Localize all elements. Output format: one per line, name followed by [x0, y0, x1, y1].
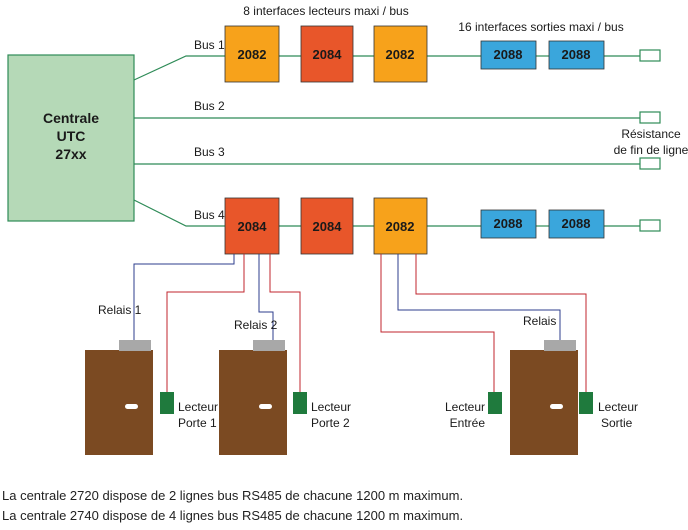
module-box: [548, 40, 605, 70]
reader-label-line2: Entrée: [450, 416, 486, 430]
door-leaf: [510, 350, 578, 455]
reader-door-1: [160, 392, 174, 414]
bus-lines: [133, 55, 640, 227]
bus-label-4: Bus 4: [194, 208, 225, 222]
door-3: [510, 340, 578, 455]
caption-line-1: La centrale 2720 dispose de 2 lignes bus…: [2, 488, 464, 503]
module-label: 2088: [494, 216, 523, 231]
end-resistors: [639, 49, 661, 232]
bus-4-line: [133, 199, 225, 227]
central-unit: [7, 54, 135, 222]
module-box: [480, 40, 537, 70]
relay-label-1: Relais 1: [98, 303, 142, 317]
bus-label-1: Bus 1: [194, 38, 225, 52]
door-handle: [259, 404, 272, 409]
module-box: [373, 25, 428, 83]
reader-label-line2: Porte 1: [178, 416, 217, 430]
module-box: [224, 197, 280, 255]
reader-door-2: [293, 392, 307, 414]
wire-reader-1: [166, 254, 245, 392]
relay-block: [544, 340, 576, 351]
reader-exit: [579, 392, 593, 414]
module-box: [548, 209, 605, 239]
module-label: 2084: [238, 219, 268, 234]
reader-label-line2: Porte 2: [311, 416, 350, 430]
relay-block: [253, 340, 285, 351]
relay-label-2: Relais 2: [234, 318, 278, 332]
central-name: Centrale: [43, 110, 99, 126]
relay-block: [119, 340, 151, 351]
module-label: 2082: [386, 47, 415, 62]
module-label: 2088: [562, 216, 591, 231]
module-box: [480, 209, 537, 239]
reader-label-line1: Lecteur: [598, 400, 638, 414]
module-label: 2084: [313, 219, 343, 234]
bus-label-2: Bus 2: [194, 99, 225, 113]
bus-4-modules: 2084 2084 2082 2088 2088: [224, 197, 605, 255]
wire-relay-2: [258, 254, 274, 340]
wire-relay-3: [397, 254, 561, 340]
readers: [160, 392, 593, 414]
end-resistor-bus-1: [639, 49, 661, 62]
door-2: [219, 340, 287, 455]
wire-relay-1: [133, 254, 235, 340]
module-label: 2082: [238, 47, 267, 62]
bus-1-modules: 2082 2084 2082 2088 2088: [224, 25, 605, 83]
central-series: 27xx: [55, 146, 86, 162]
module-label: 2088: [562, 47, 591, 62]
resistance-label-line1: Résistance: [621, 127, 681, 141]
door-wiring: [133, 254, 587, 392]
module-box: [373, 197, 428, 255]
central-model: UTC: [57, 128, 86, 144]
module-box: [224, 25, 280, 83]
reader-entry: [488, 392, 502, 414]
end-resistor-bus-3: [639, 157, 661, 170]
door-leaf: [219, 350, 287, 455]
door-handle: [125, 404, 138, 409]
wire-reader-exit: [415, 254, 587, 392]
reader-label-line2: Sortie: [601, 416, 633, 430]
bus-label-3: Bus 3: [194, 145, 225, 159]
caption-line-2: La centrale 2740 dispose de 4 lignes bus…: [2, 508, 464, 523]
door-handle: [550, 404, 563, 409]
door-leaf: [85, 350, 153, 455]
relay-label-3: Relais: [523, 314, 556, 328]
module-box: [300, 197, 354, 255]
module-label: 2088: [494, 47, 523, 62]
wire-reader-2: [269, 254, 301, 392]
resistance-label-line2: de fin de ligne: [614, 143, 688, 157]
bus-1-line: [133, 55, 225, 81]
module-box: [300, 25, 354, 83]
module-label: 2082: [386, 219, 415, 234]
door-1: [85, 340, 153, 455]
reader-label-line1: Lecteur: [445, 400, 485, 414]
end-resistor-bus-4: [639, 219, 661, 232]
reader-label-line1: Lecteur: [178, 400, 218, 414]
header-reader-interfaces: 8 interfaces lecteurs maxi / bus: [243, 4, 408, 18]
reader-label-line1: Lecteur: [311, 400, 351, 414]
module-label: 2084: [313, 47, 343, 62]
header-output-interfaces: 16 interfaces sorties maxi / bus: [458, 20, 623, 34]
wire-reader-entry: [380, 254, 495, 392]
end-resistor-bus-2: [639, 111, 661, 124]
